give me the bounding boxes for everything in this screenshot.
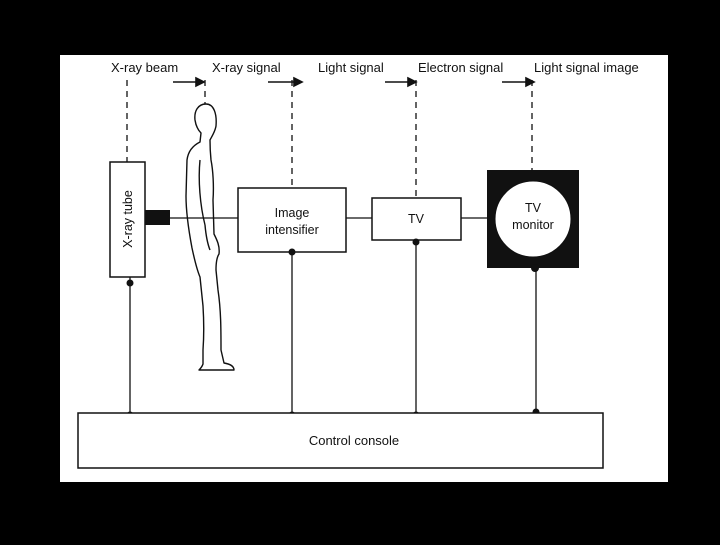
arrow-right-icon — [268, 76, 304, 88]
junction-dot — [412, 238, 420, 246]
control-console-label: Control console — [309, 433, 399, 448]
tv-monitor-label-line2: monitor — [512, 218, 554, 232]
label-light-signal-image: Light signal image — [534, 60, 639, 75]
arrow-right-icon — [385, 76, 418, 88]
control-console-box — [77, 412, 604, 469]
xray-tube-collimator — [145, 210, 170, 225]
image-intensifier-label-line1: Image — [275, 206, 310, 220]
label-xray-signal: X-ray signal — [212, 60, 281, 75]
arrow-right-icon — [173, 76, 206, 88]
xray-tube-label: X-ray tube — [121, 190, 135, 248]
label-electron-signal: Electron signal — [418, 60, 503, 75]
junction-dot — [531, 264, 539, 272]
label-light-signal: Light signal — [318, 60, 384, 75]
junction-dot — [126, 279, 134, 287]
image-intensifier-label-line2: intensifier — [265, 223, 319, 237]
tv-label: TV — [408, 212, 425, 226]
tv-monitor-label-line1: TV — [525, 201, 542, 215]
image-intensifier-box — [237, 187, 347, 253]
diagram-panel — [60, 55, 668, 482]
tv-monitor-screen — [494, 180, 572, 258]
label-xray-beam: X-ray beam — [111, 60, 178, 75]
arrow-right-icon — [502, 76, 536, 88]
junction-dot — [288, 248, 296, 256]
patient-figure — [185, 103, 235, 371]
